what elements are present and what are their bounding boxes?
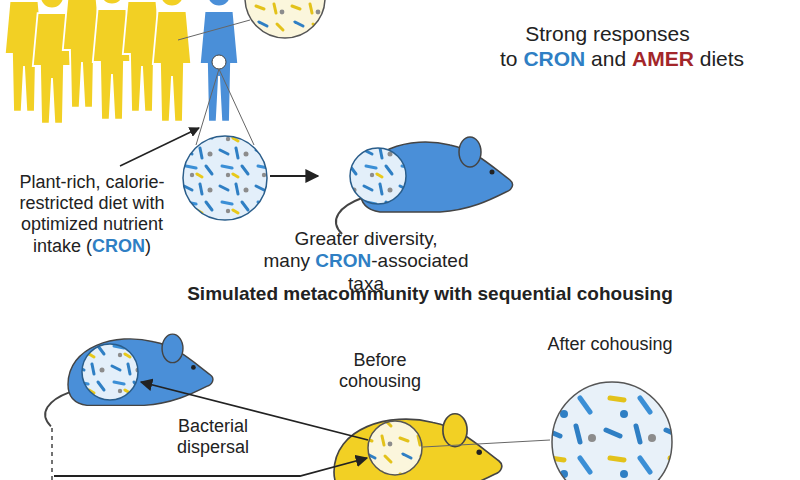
diet-keyword: AMER bbox=[632, 47, 694, 70]
section-heading: Simulated metacommunity with sequential … bbox=[150, 283, 710, 305]
stage-label: After cohousing bbox=[540, 334, 680, 355]
annotation-text: Bacterial dispersal bbox=[177, 416, 249, 457]
annotation-text: After cohousing bbox=[547, 334, 672, 354]
diet-note: Plant-rich, calorie-restricted diet with… bbox=[4, 172, 180, 257]
annotation-text: Before cohousing bbox=[339, 350, 421, 391]
annotation-text: and bbox=[591, 47, 626, 70]
stage-label: Before cohousing bbox=[322, 350, 438, 392]
response-note: Strong responses toCRONandAMERdiets bbox=[500, 22, 715, 72]
diet-keyword: CRON bbox=[92, 236, 145, 256]
diet-keyword: CRON bbox=[523, 47, 585, 70]
process-label: Bacterial dispersal bbox=[158, 416, 268, 458]
diversity-note: Greater diversity, manyCRON-associated t… bbox=[248, 228, 484, 295]
annotation-text: ) bbox=[145, 236, 151, 256]
annotation-text: diets bbox=[700, 47, 744, 70]
diet-keyword: CRON bbox=[315, 250, 371, 271]
